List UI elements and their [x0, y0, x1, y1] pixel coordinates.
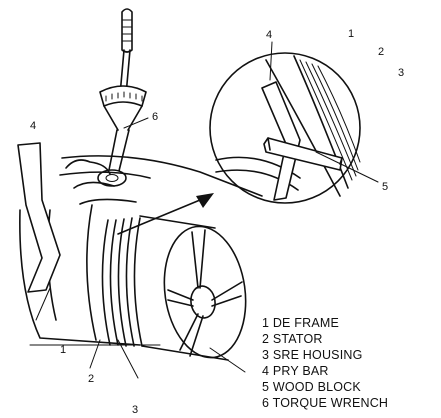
- callout-lines: [35, 41, 379, 379]
- legend-item: 6 TORQUE WRENCH: [262, 396, 388, 410]
- callout-detail-3: 3: [398, 67, 404, 79]
- torque-wrench: [97, 8, 147, 187]
- callout-main-1: 1: [60, 344, 66, 356]
- callout-main-4: 4: [30, 120, 36, 132]
- legend-item: 1 DE FRAME: [262, 316, 339, 330]
- callout-main-2: 2: [88, 373, 94, 385]
- legend-item: 4 PRY BAR: [262, 364, 329, 378]
- torque-gauge-icon: [99, 85, 147, 131]
- legend-item: 5 WOOD BLOCK: [262, 380, 361, 394]
- detail-pointer-arrow: [117, 193, 214, 235]
- callout-detail-1: 1: [348, 28, 354, 40]
- callout-main-6: 6: [152, 111, 158, 123]
- parts-legend: 1 DE FRAME 2 STATOR 3 SRE HOUSING 4 PRY …: [262, 316, 388, 410]
- legend-item: 2 STATOR: [262, 332, 323, 346]
- callout-main-3: 3: [132, 404, 138, 416]
- callout-detail-2: 2: [378, 46, 384, 58]
- detail-view: [209, 52, 361, 204]
- callout-detail-4: 4: [266, 29, 272, 41]
- main-assembly: [19, 155, 263, 373]
- legend-item: 3 SRE HOUSING: [262, 348, 363, 362]
- pry-bar: [17, 142, 61, 293]
- callout-detail-5: 5: [382, 181, 388, 193]
